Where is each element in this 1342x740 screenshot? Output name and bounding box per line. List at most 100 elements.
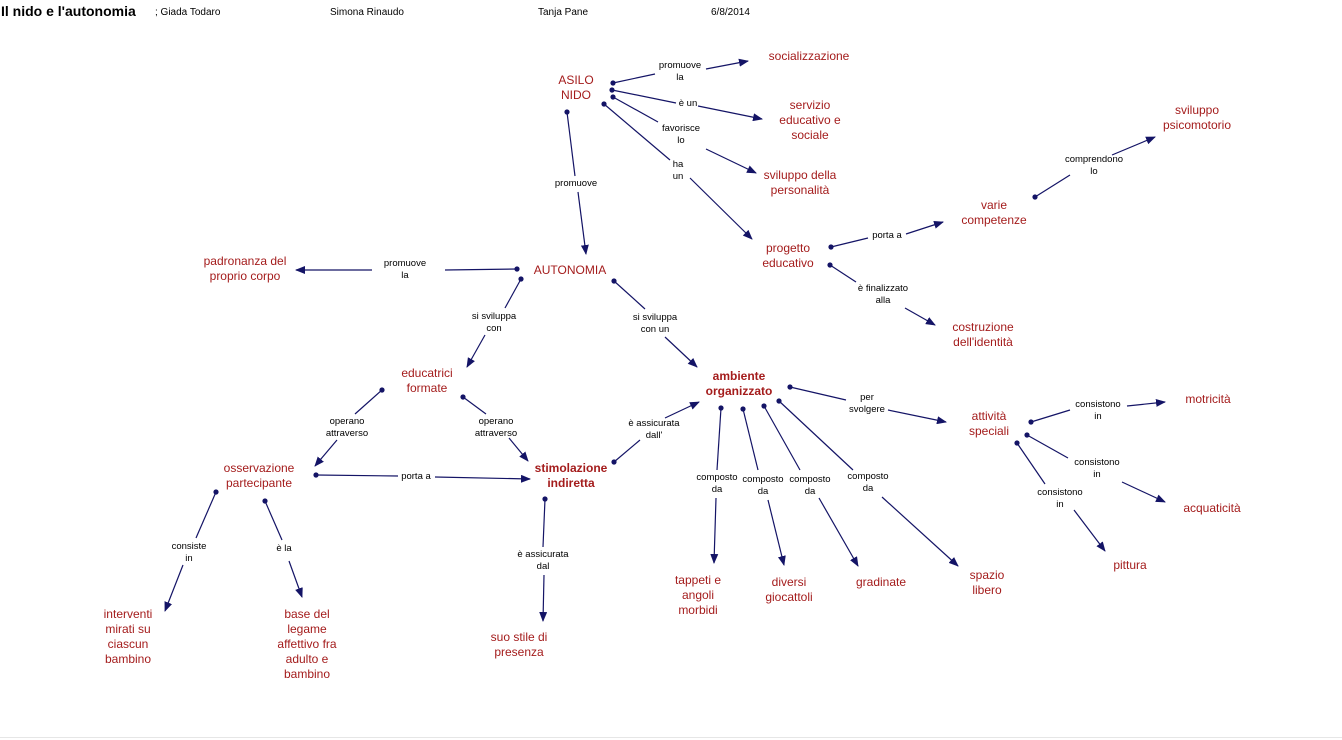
connector-anchor-dot: [542, 496, 548, 502]
connector-line: [881, 496, 959, 567]
connector-anchor-dot: [718, 405, 724, 411]
connector-anchor-dot: [313, 472, 319, 478]
connector-line: [705, 148, 757, 174]
connector-line: [763, 405, 801, 471]
concept-autonomia: AUTONOMIA: [534, 263, 606, 277]
connector-anchor-dot: [601, 101, 607, 107]
connector-anchor-dot: [776, 398, 782, 404]
connector-line: [778, 400, 854, 471]
connector-line: [542, 498, 546, 548]
connector-line: [195, 491, 217, 539]
link-label-promuove: promuove: [555, 178, 597, 189]
connector-line: [664, 336, 698, 368]
author-3: Tanja Pane: [538, 7, 589, 18]
connector-anchor-dot: [1028, 419, 1034, 425]
connector-line: [314, 439, 338, 467]
connector-line: [1121, 481, 1166, 503]
connector-line: [689, 177, 753, 240]
connector-line: [789, 386, 847, 401]
connector-anchor-dot: [1024, 432, 1030, 438]
connector-anchor-dot: [460, 394, 466, 400]
link-label-porta-a-2: porta a: [401, 471, 431, 482]
connector-anchor-dot: [379, 387, 385, 393]
connector-line: [566, 111, 576, 177]
author-2: Simona Rinaudo: [330, 7, 404, 18]
connector-line: [697, 105, 763, 122]
connector-line: [830, 237, 869, 248]
connector-line: [466, 334, 486, 368]
connector-anchor-dot: [1014, 440, 1020, 446]
connector-anchor-dot: [1032, 194, 1038, 200]
concept-acquaticita: acquaticità: [1183, 501, 1241, 515]
connector-line: [1026, 434, 1069, 459]
concept-motricita: motricità: [1185, 392, 1231, 406]
connector-line: [1111, 136, 1156, 156]
connector-line: [462, 396, 487, 415]
connector-line: [1034, 174, 1071, 198]
connector-line: [1030, 409, 1071, 423]
connector-line: [434, 474, 531, 483]
bottom-divider: [0, 737, 1342, 738]
connector-line: [664, 401, 700, 419]
connector-line: [613, 280, 646, 310]
author-1: ; Giada Todaro: [155, 7, 221, 18]
connector-line: [611, 89, 677, 104]
connector-line: [905, 220, 944, 235]
connector-line: [716, 407, 722, 471]
connector-line: [710, 497, 719, 564]
page-title: Il nido e l'autonomia: [1, 3, 136, 19]
header: Il nido e l'autonomia ; Giada Todaro Sim…: [0, 0, 1342, 20]
link-label-e-la: è la: [276, 543, 292, 554]
connector-line: [164, 564, 184, 612]
connector-anchor-dot: [740, 406, 746, 412]
connector-line: [613, 439, 641, 463]
connector-line: [829, 264, 857, 283]
connector-line: [887, 409, 947, 425]
connector-line: [818, 497, 859, 567]
connector-line: [504, 278, 522, 309]
connector-line: [612, 96, 659, 123]
connector-line: [577, 191, 589, 255]
connector-line: [315, 474, 399, 477]
connector-anchor-dot: [564, 109, 570, 115]
connector-line: [705, 58, 749, 70]
connector-line: [1016, 442, 1046, 485]
connector-line: [603, 103, 671, 161]
connector-line: [1073, 509, 1106, 552]
connector-anchor-dot: [611, 459, 617, 465]
connector-line: [508, 437, 529, 462]
